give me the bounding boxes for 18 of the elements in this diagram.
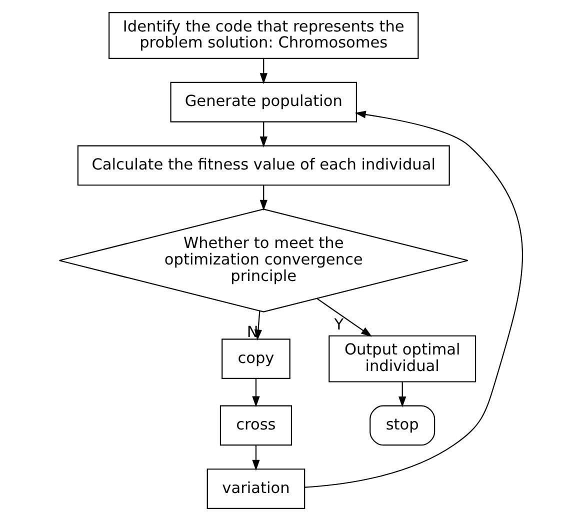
node-box: Output optimal individual xyxy=(328,335,476,382)
edge-label: Y xyxy=(334,315,344,334)
arrow xyxy=(398,382,406,408)
node-box: Generate population xyxy=(170,82,356,122)
arrow xyxy=(259,58,267,84)
node-box: stop xyxy=(369,405,435,446)
arrow xyxy=(316,298,372,337)
node-box: Calculate the fitness value of each individual xyxy=(76,145,450,186)
node-box: variation xyxy=(206,468,305,509)
arrow xyxy=(252,445,260,471)
arrow xyxy=(259,122,267,148)
node-box: copy xyxy=(221,338,290,379)
arrow xyxy=(252,378,260,408)
node-box: Identify the code that represents the problem solution: Chromosomes xyxy=(108,12,418,59)
node-box: cross xyxy=(219,405,292,446)
arrow xyxy=(259,185,267,211)
node-diamond: Whether to meet the optimization convergence principle xyxy=(58,208,468,312)
arrow xyxy=(304,110,522,488)
